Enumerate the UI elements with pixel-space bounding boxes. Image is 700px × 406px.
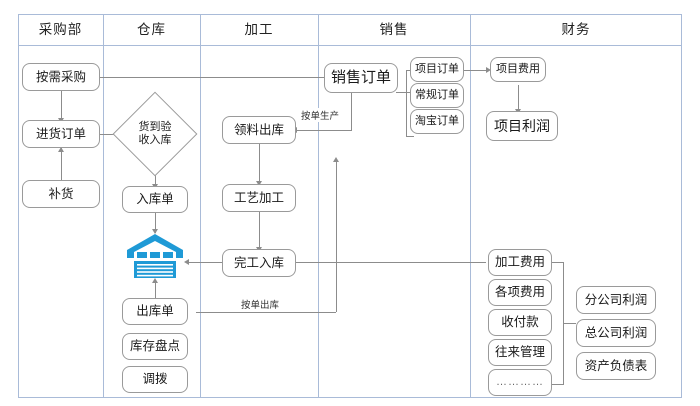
lane-header-finance: 财务 xyxy=(561,22,591,37)
edge-bracket-processingcost xyxy=(552,262,564,263)
node-outbound-order[interactable]: 出库单 xyxy=(122,298,188,325)
edge-salesorder-bracket-stub xyxy=(396,92,406,93)
edge-outbound-to-sales-h xyxy=(196,312,336,313)
edge-salesorder-down-produce xyxy=(351,92,352,130)
node-receipt-payment[interactable]: 收付款 xyxy=(488,309,552,336)
lane-divider-4 xyxy=(470,14,471,398)
arrowhead-to-warehouse-icon xyxy=(151,229,158,234)
edge-ordertype-bracket xyxy=(406,70,407,136)
node-stock-count[interactable]: 库存盘点 xyxy=(122,333,188,360)
node-material-issue[interactable]: 领料出库 xyxy=(222,116,296,144)
node-replenish[interactable]: 补货 xyxy=(22,180,100,208)
warehouse-icon xyxy=(126,233,184,279)
diamond-label-line1: 货到验 xyxy=(138,120,172,133)
node-craft-processing[interactable]: 工艺加工 xyxy=(222,184,296,212)
edge-craft-to-finished xyxy=(259,212,260,249)
node-project-profit[interactable]: 项目利润 xyxy=(486,111,558,141)
edge-sales-to-purchase xyxy=(72,77,324,78)
node-project-order[interactable]: 项目订单 xyxy=(410,57,464,82)
arrowhead-to-warehouse-icon-3 xyxy=(184,258,189,265)
node-transaction-mgmt[interactable]: 往来管理 xyxy=(488,339,552,366)
diamond-label: 货到验 收入库 xyxy=(125,104,185,164)
lane-header-purchasing: 采购部 xyxy=(38,22,83,37)
node-sales-order[interactable]: 销售订单 xyxy=(324,63,398,93)
header-separator xyxy=(18,45,682,46)
node-company-profit[interactable]: 总公司利润 xyxy=(576,319,656,347)
arrowhead-to-craft xyxy=(255,181,262,186)
edge-inbound-to-warehouse xyxy=(155,213,156,233)
node-finished-inbound[interactable]: 完工入库 xyxy=(222,249,296,277)
edge-outbound-to-sales-v xyxy=(336,160,337,312)
edge-produce-horizontal xyxy=(294,130,352,131)
node-regular-order[interactable]: 常规订单 xyxy=(410,83,464,108)
swimlane-frame xyxy=(18,14,682,398)
arrowhead-to-sales-order xyxy=(332,157,339,162)
edge-label-ship-to-order: 按单出库 xyxy=(239,297,282,311)
node-branch-profit[interactable]: 分公司利润 xyxy=(576,286,656,314)
edge-to-taobao-order xyxy=(406,136,414,137)
arrowhead-to-purchase-order-2 xyxy=(57,147,64,152)
node-misc-cost[interactable]: 各项费用 xyxy=(488,279,552,306)
node-goods-inspection[interactable]: 货到验 收入库 xyxy=(112,91,198,177)
lane-divider-1 xyxy=(103,14,104,398)
edge-replenish-to-po xyxy=(61,148,62,180)
edge-finished-to-processingcost xyxy=(292,262,486,263)
lane-header-processing: 加工 xyxy=(244,22,274,37)
arrowhead-to-warehouse-icon-2 xyxy=(151,278,158,283)
lane-divider-3 xyxy=(318,14,319,398)
edge-outbound-to-warehouse xyxy=(155,280,156,302)
edge-cost-to-profit xyxy=(518,85,519,111)
node-more-ellipsis[interactable]: ………… xyxy=(488,369,552,396)
node-purchase-order[interactable]: 进货订单 xyxy=(22,120,100,148)
node-processing-cost[interactable]: 加工费用 xyxy=(488,249,552,276)
edge-finished-to-warehouse xyxy=(186,262,228,263)
edge-label-make-to-order: 按单生产 xyxy=(299,108,342,122)
edge-bracket-to-profits xyxy=(563,323,576,324)
node-buy-on-demand[interactable]: 按需采购 xyxy=(22,63,100,91)
lane-divider-2 xyxy=(200,14,201,398)
arrowhead-to-project-cost xyxy=(486,66,491,73)
edge-buyondemand-to-po xyxy=(61,91,62,120)
diamond-label-line2: 收入库 xyxy=(138,134,172,146)
edge-bracket-ellipsis xyxy=(552,384,564,385)
node-project-cost[interactable]: 项目费用 xyxy=(490,57,546,82)
edge-projectorder-to-cost xyxy=(462,70,488,71)
node-taobao-order[interactable]: 淘宝订单 xyxy=(410,109,464,134)
node-inbound-order[interactable]: 入库单 xyxy=(122,186,188,213)
node-balance-sheet[interactable]: 资产负债表 xyxy=(576,352,656,380)
lane-header-sales: 销售 xyxy=(379,22,409,37)
lane-header-warehouse: 仓库 xyxy=(137,22,166,37)
edge-issue-to-craft xyxy=(259,144,260,183)
node-transfer[interactable]: 调拨 xyxy=(122,366,188,393)
